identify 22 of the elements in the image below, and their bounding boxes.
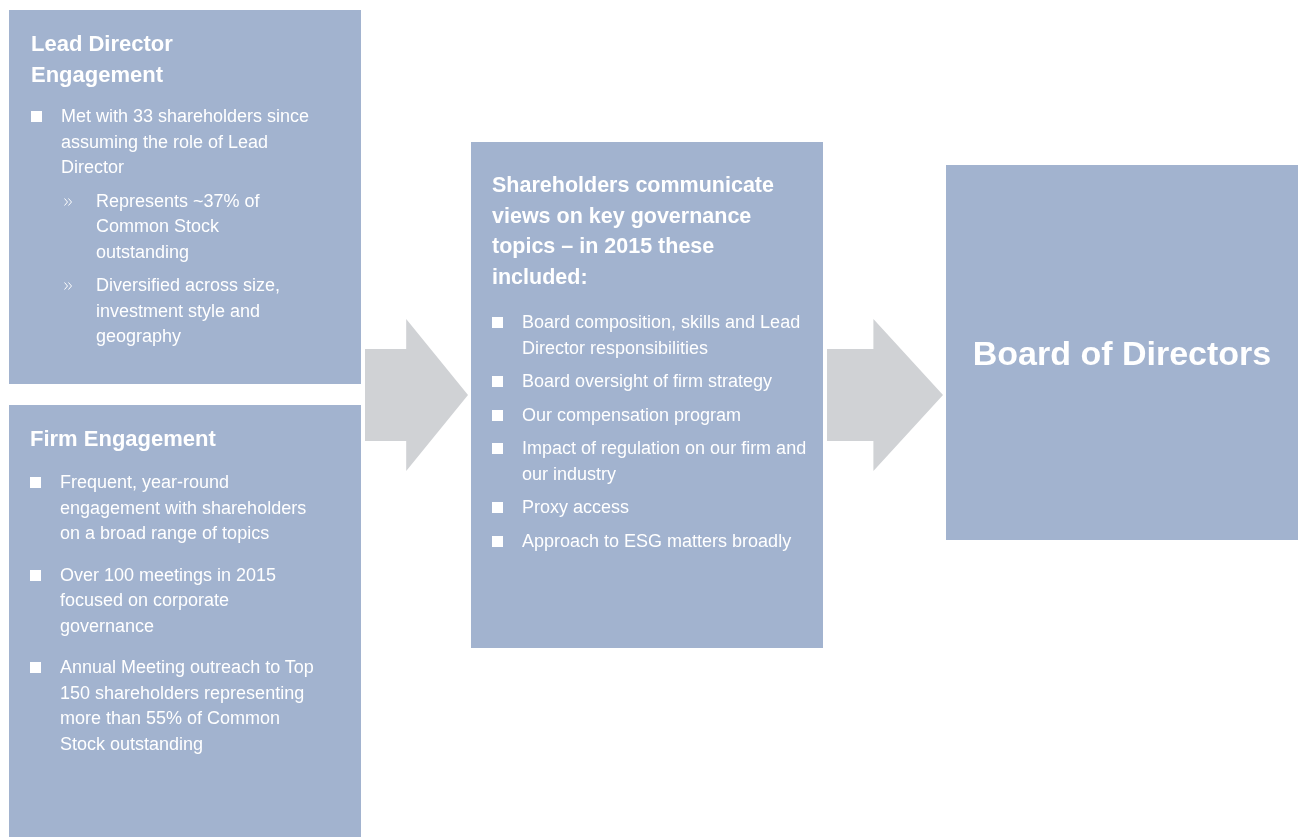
process-box bbox=[9, 10, 361, 384]
box-heading: Shareholders communicate views on key governance topics – in 2015 these included: bbox=[492, 172, 775, 291]
bullet-text: Board composition, skills and Lead Director responsibilities bbox=[522, 311, 802, 360]
process-box bbox=[471, 142, 823, 648]
bullet-text: Frequent, year-round engagement with shareholders on a broad range of topics bbox=[60, 471, 308, 545]
bullet-text: Approach to ESG matters broadly bbox=[522, 529, 792, 553]
bullet-text: Over 100 meetings in 2015 focused on corporate governance bbox=[60, 563, 278, 638]
box-heading: Board of Directors bbox=[972, 332, 1272, 373]
bullet-text: Our compensation program bbox=[522, 403, 742, 427]
process-box bbox=[946, 165, 1298, 540]
bullet-text: Met with 33 shareholders since assuming the role of Lead Director bbox=[61, 105, 311, 179]
bullet-text: Annual Meeting outreach to Top 150 shareholders representing more than 55% of Common Stock outstanding bbox=[60, 656, 315, 756]
block-arrow bbox=[365, 319, 468, 471]
bullet-text: Diversified across size, investment style and geography bbox=[96, 274, 282, 348]
bullet-text: Board oversight of firm strategy bbox=[522, 370, 773, 393]
bullet-text: Impact of regulation on our firm and our industry bbox=[522, 437, 807, 486]
box-heading: Lead Director Engagement bbox=[31, 30, 174, 89]
block-arrow bbox=[827, 319, 943, 471]
bullet-text: Represents ~37% of Common Stock outstanding bbox=[96, 189, 261, 264]
bullet-text: Proxy access bbox=[522, 496, 630, 519]
process-box bbox=[9, 405, 361, 837]
box-heading: Firm Engagement bbox=[30, 425, 217, 453]
